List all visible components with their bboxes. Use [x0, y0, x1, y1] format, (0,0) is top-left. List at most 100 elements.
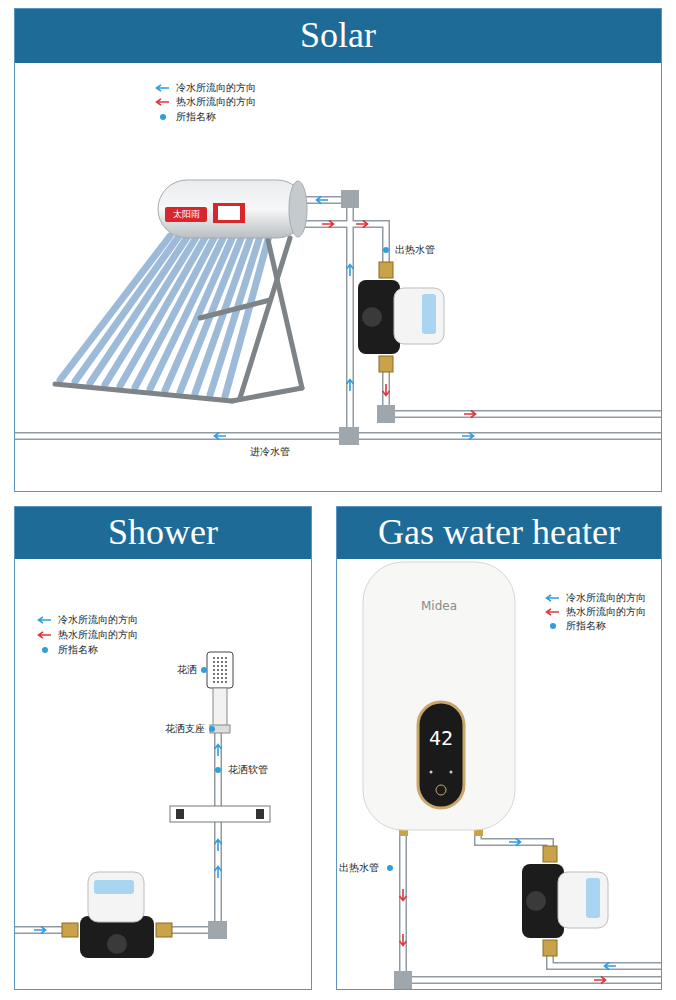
- display-icon: [430, 771, 433, 774]
- pipe: [14, 928, 62, 933]
- legend-entry: 所指名称: [545, 620, 606, 632]
- legend-entry: 所指名称: [37, 644, 98, 656]
- legend-entry: 冷水所流向的方向: [545, 592, 646, 604]
- legend-text: 冷水所流向的方向: [58, 614, 138, 626]
- brand-badge: [218, 206, 240, 220]
- legend-entry: 热水所流向的方向: [545, 606, 646, 618]
- legend-text: 热水所流向的方向: [566, 606, 646, 618]
- circulation-pump: [358, 262, 444, 372]
- cold-arrow: [462, 433, 474, 440]
- frame-brace: [200, 300, 270, 318]
- cold-arrow: [317, 197, 329, 204]
- brand-label: 太阳雨: [172, 209, 201, 220]
- legend-entry: 冷水所流向的方向: [37, 614, 138, 626]
- part-name: 出热水管: [338, 862, 380, 874]
- legend-arrow: [37, 616, 53, 624]
- mixing-valve: [170, 806, 270, 822]
- panel-box: Shower: [14, 506, 312, 990]
- panel-box: Solar: [14, 8, 662, 492]
- part-name: 花洒支座: [164, 723, 206, 735]
- cold-arrow: [509, 839, 521, 846]
- legend-entry: 热水所流向的方向: [155, 96, 256, 108]
- pipe: [14, 926, 62, 934]
- legend-arrow: [37, 631, 53, 639]
- cold-arrow: [34, 927, 46, 934]
- pipe: [172, 728, 218, 930]
- legend-arrow: [545, 594, 561, 602]
- shower-bracket: [210, 725, 230, 733]
- pipe: [386, 372, 662, 414]
- pipe-inner: [14, 200, 662, 980]
- pipe: [305, 200, 350, 436]
- hot-arrow: [383, 384, 390, 396]
- collector-tubes: [60, 236, 269, 397]
- pipe-outline: [14, 200, 662, 980]
- hot-arrow: [464, 411, 476, 418]
- frame-rail: [55, 384, 232, 401]
- pipe: [172, 728, 218, 930]
- legend-dot: [37, 646, 53, 654]
- legend-arrow: [157, 85, 170, 91]
- part-name: 花洒软管: [227, 764, 269, 776]
- hot-arrow: [322, 221, 334, 228]
- pointer-dot: [383, 247, 389, 253]
- hot-arrow: [356, 221, 368, 228]
- legend-dot: [155, 113, 171, 121]
- legend-text: 热水所流向的方向: [58, 629, 138, 641]
- panel-title: Shower: [108, 513, 218, 553]
- heater-display: [418, 702, 464, 808]
- legend-entry: 所指名称: [155, 111, 216, 123]
- pipe: [305, 224, 386, 262]
- cold-arrow: [347, 380, 354, 392]
- pipe: [14, 434, 662, 439]
- pipe-elbow: [377, 405, 395, 423]
- legend-text: 热水所流向的方向: [176, 96, 256, 108]
- legend-dot: [42, 647, 48, 653]
- cold-arrow: [215, 840, 222, 852]
- gas-heater: [363, 562, 515, 836]
- header-band: Shower: [15, 507, 311, 559]
- cold-arrow: [215, 867, 222, 879]
- header-band: Solar: [15, 9, 661, 63]
- legend-text: 所指名称: [566, 620, 606, 632]
- shower-handle: [213, 688, 227, 728]
- pipe-elbow: [339, 427, 359, 445]
- legend-dot: [550, 623, 556, 629]
- legend-text: 所指名称: [58, 644, 98, 656]
- header-band: Gas water heater: [337, 507, 661, 559]
- pipe: [305, 224, 386, 262]
- part-name: 出热水管: [394, 244, 436, 256]
- circulation-pump: [522, 846, 608, 956]
- pipe: [386, 372, 662, 414]
- legend-arrow: [39, 617, 52, 623]
- stand-frame: [55, 238, 302, 401]
- pipe-elbow: [341, 190, 359, 208]
- circulation-pump: [62, 872, 172, 958]
- cold-arrow: [215, 745, 222, 757]
- legend-arrow: [157, 99, 170, 105]
- pipe-elbow: [394, 971, 412, 989]
- pipe-elbow: [208, 921, 227, 939]
- panel-title: Solar: [300, 16, 376, 56]
- cold-arrow: [347, 265, 354, 277]
- tank-cap: [289, 181, 307, 237]
- hot-arrow: [594, 977, 606, 984]
- shower-set: [170, 652, 270, 822]
- legend-entry: 热水所流向的方向: [37, 629, 138, 641]
- brand-label: Midea: [420, 599, 458, 613]
- legend-text: 冷水所流向的方向: [566, 592, 646, 604]
- legend-arrow: [545, 608, 561, 616]
- flow-arrows: [34, 197, 616, 984]
- shower-head: [207, 652, 233, 688]
- pointer-dot: [215, 767, 221, 773]
- brand-badge: [165, 207, 207, 222]
- pipe: [478, 832, 550, 846]
- legend-arrow: [547, 595, 560, 601]
- panel-box: Gas water heater: [336, 506, 662, 990]
- cold-arrow: [215, 433, 227, 440]
- legend-arrow: [155, 98, 171, 106]
- part-name: 进冷水管: [249, 446, 291, 458]
